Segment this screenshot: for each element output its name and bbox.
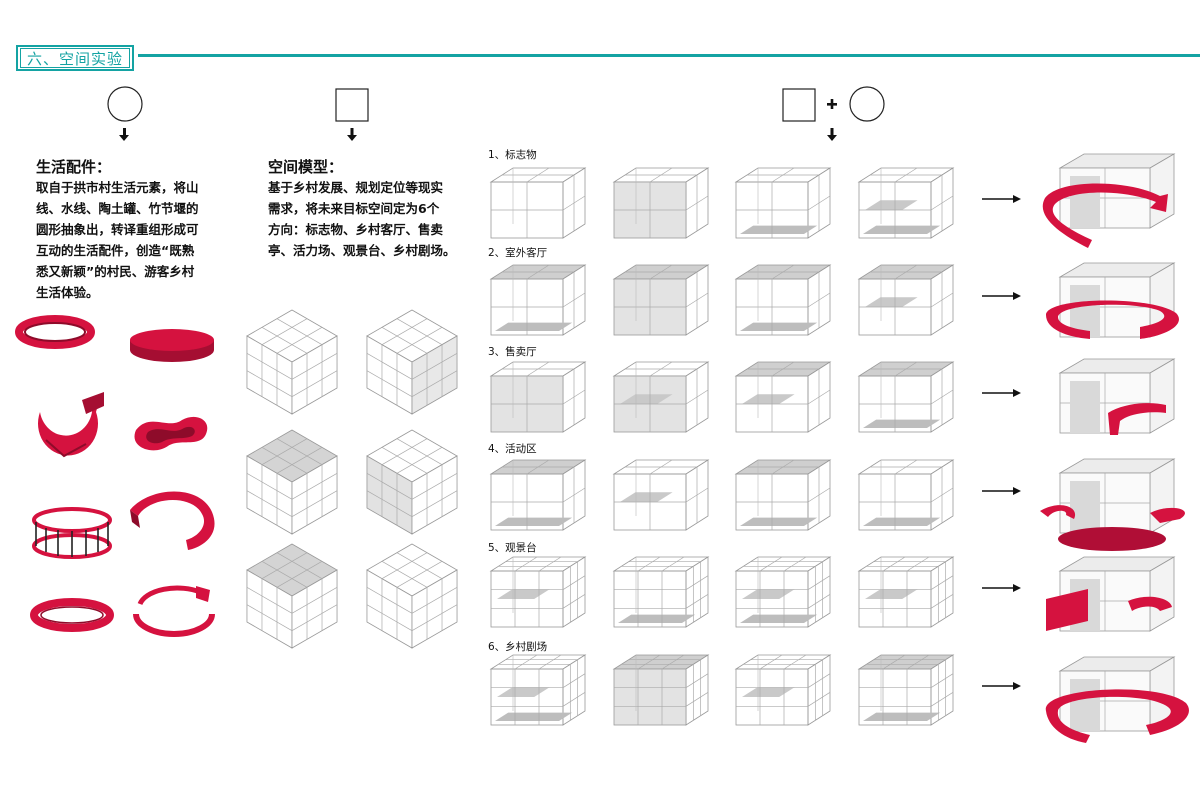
life-components-title: 生活配件： (36, 158, 112, 176)
result-model (1042, 153, 1176, 248)
result-model (1046, 556, 1176, 632)
arrow-down-icon (119, 128, 837, 141)
experiment-cube-grid (489, 167, 955, 726)
curved-wall-icon (130, 491, 215, 550)
grid-cube (734, 654, 832, 726)
result-model (1046, 262, 1179, 339)
iso-grid-cube (366, 543, 458, 649)
grid-cube (857, 361, 955, 433)
red-ribbon-icon (1042, 183, 1168, 248)
arrow-right-icon (982, 584, 1021, 592)
result-arrows (982, 195, 1021, 690)
grid-cube (612, 654, 710, 726)
result-model (1040, 458, 1185, 551)
grid-cube (489, 361, 587, 433)
grid-cube (734, 361, 832, 433)
twisted-ring-icon (15, 315, 95, 349)
spiral-stair-icon (37, 392, 104, 458)
space-model-title: 空间模型： (268, 158, 344, 176)
row-label: 6、乡村剧场 (488, 641, 548, 653)
square-symbol-middle (335, 88, 369, 122)
grid-cube (612, 361, 710, 433)
result-model (1045, 656, 1189, 743)
grid-cube (489, 654, 587, 726)
red-ribbon-icon (1040, 505, 1185, 551)
grid-cube (734, 264, 832, 336)
arrow-right-icon (982, 292, 1021, 300)
space-model-body: 基于乡村发展、规划定位等现实 需求，将未来目标空间定为6个 方向：标志物、乡村客… (268, 180, 456, 258)
circle-symbol-left (107, 86, 143, 122)
grid-cube (489, 264, 587, 336)
grid-cube (734, 556, 832, 628)
row-label: 3、售卖厅 (488, 346, 537, 358)
colonnade-ring-icon (32, 507, 112, 559)
arrow-right-icon (982, 195, 1021, 203)
plus-icon (827, 99, 837, 109)
grid-cube (857, 459, 955, 531)
disc-icon (130, 329, 214, 362)
iso-grid-cube (246, 429, 338, 535)
grid-cube (612, 167, 710, 239)
grid-cube (734, 459, 832, 531)
header-rule (138, 54, 1200, 57)
row-label: 2、室外客厅 (488, 247, 548, 259)
grid-cube (612, 459, 710, 531)
grid-cube (734, 167, 832, 239)
iso-grid-cube (366, 309, 458, 415)
flat-ring-icon (30, 598, 114, 632)
result-models (1040, 153, 1189, 743)
grid-cube (612, 264, 710, 336)
grid-cube (857, 264, 955, 336)
grid-cube (857, 556, 955, 628)
wavy-ring-icon (134, 416, 208, 451)
arrow-right-icon (982, 389, 1021, 397)
grid-cube (489, 459, 587, 531)
arrow-right-icon (982, 487, 1021, 495)
page-title: 六、空间实验 (26, 49, 123, 68)
grid-cube (489, 556, 587, 628)
red-ribbon-icon (1046, 589, 1172, 631)
red-ribbon-icon (1045, 689, 1189, 743)
broken-ring-icon (133, 585, 215, 637)
circle-symbol-right (849, 86, 885, 122)
grid-cube (857, 654, 955, 726)
grid-cube (612, 556, 710, 628)
grid-cube (857, 167, 955, 239)
iso-grid-cube (366, 429, 458, 535)
red-ribbon-icon (1108, 403, 1166, 435)
iso-grid-cube (246, 309, 338, 415)
row-label: 1、标志物 (488, 149, 537, 161)
section-header: 六、空间实验 (16, 45, 134, 71)
grid-cube (489, 167, 587, 239)
row-label: 5、观景台 (488, 542, 537, 554)
square-symbol-right (782, 88, 816, 122)
space-model-cubes (246, 309, 458, 649)
result-model (1058, 358, 1176, 435)
life-components (15, 315, 215, 637)
life-components-body: 取自于拱市村生活元素，将山 线、水线、陶土罐、竹节堰的 圆形抽象出，转译重组形成… (36, 180, 199, 300)
arrow-right-icon (982, 682, 1021, 690)
row-label: 4、活动区 (488, 443, 537, 455)
red-ribbon-icon (1046, 300, 1179, 339)
iso-grid-cube (246, 543, 338, 649)
